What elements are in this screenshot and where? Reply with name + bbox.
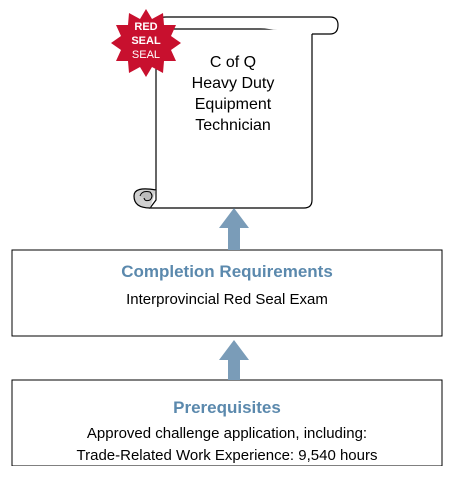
completion-box [11,249,443,337]
certificate-scroll [133,16,339,209]
arrow-up-to-completion [219,340,249,380]
certificate-line-1: C of Q [209,54,257,71]
seal-line-1: RED [134,21,158,33]
arrow-up-to-certificate [219,208,249,250]
seal-line-2: SEAL [131,35,161,47]
certificate-line-4: Technician [195,117,271,134]
prerequisites-box [11,379,443,467]
prerequisites-line-1: Approved challenge application, includin… [86,425,368,442]
certificate-line-3: Equipment [194,96,272,113]
certificate-text: C of Q Heavy Duty Equipment Technician [168,52,298,136]
completion-title: Completion Requirements [121,262,333,281]
prerequisites-title: Prerequisites [173,398,281,417]
seal-label: RED SEAL SEAL [116,20,176,62]
certificate-line-2: Heavy Duty [191,75,275,92]
seal-line-3: SEAL [131,49,161,61]
prerequisites-line-2: Trade-Related Work Experience: 9,540 hou… [76,447,378,464]
completion-body: Interprovincial Red Seal Exam [126,291,328,308]
red-seal-badge [111,9,181,77]
